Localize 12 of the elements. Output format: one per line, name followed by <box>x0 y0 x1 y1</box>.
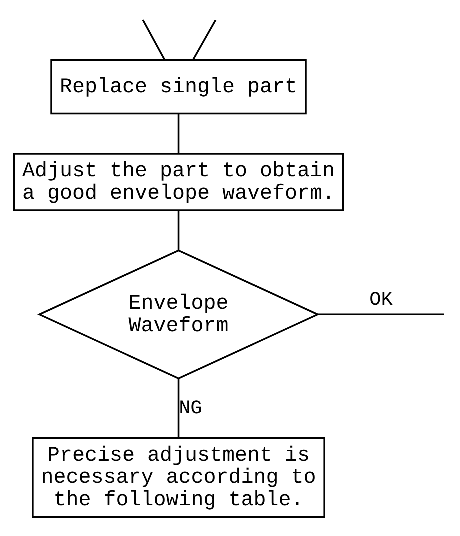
connector <box>178 378 180 438</box>
connector <box>318 314 444 316</box>
connector <box>142 20 166 61</box>
node-box: Adjust the part to obtain a good envelope waveform. <box>13 153 344 212</box>
connector <box>192 20 217 61</box>
edge-label: OK <box>370 288 393 311</box>
connector <box>178 114 180 154</box>
node-box: Precise adjustment is necessary according to the following table. <box>32 437 326 518</box>
node-box: Replace single part <box>50 59 307 115</box>
node-diamond: Envelope Waveform <box>38 250 320 380</box>
connector <box>178 210 180 251</box>
edge-label: NG <box>179 397 202 420</box>
